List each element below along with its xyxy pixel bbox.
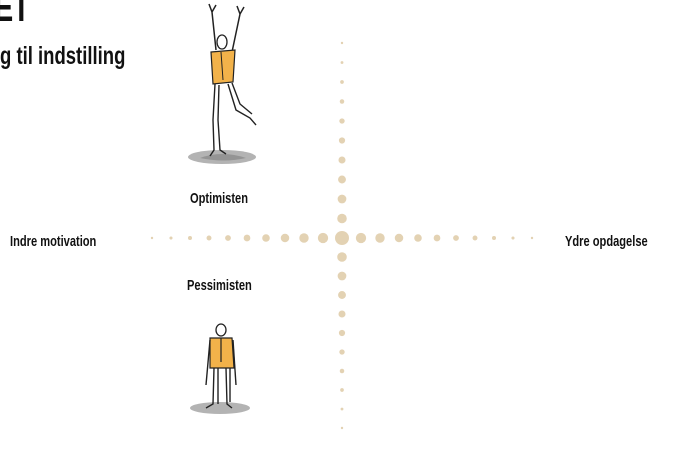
axis-dot-right [492,236,496,240]
axis-dot-left [169,236,173,240]
axis-dot-down [337,252,347,262]
axis-dot-left [243,234,251,242]
axis-dot-down [340,407,344,411]
axis-dot-left [280,233,290,243]
axis-dot-right [355,232,367,244]
axis-dot-left [150,236,154,240]
axis-dot-down [340,388,344,392]
axis-dot-left [262,234,270,242]
label-pessimisten: Pessimisten [187,277,252,294]
axis-dot-up [340,80,344,84]
axis-dot-right [375,233,385,243]
axis-dots [150,41,534,430]
axis-dot-up [337,213,347,224]
axis-dot-down [337,271,347,281]
page-subtitle: g til indstilling [0,42,126,70]
axis-dot-right [414,234,422,242]
label-optimisten: Optimisten [190,190,248,207]
axis-dot-up [339,99,345,104]
axis-dot-right [530,236,534,240]
axis-dot-down [338,310,346,318]
axis-label-ydre-opdagelse: Ydre opdagelse [565,233,648,250]
axis-dot-up [338,137,346,144]
axis-dot-left [317,232,329,244]
axis-dot-up [338,156,346,164]
axis-dot-down [339,349,345,355]
axis-dot-right [433,234,441,242]
axis-dot-left [206,235,212,241]
pessimist-shadow [190,402,250,414]
axis-dot-up [338,175,346,184]
axis-dot-left [188,236,192,240]
axis-dot-down [338,329,346,337]
pessimist-figure-illustration [190,323,250,414]
axis-dot-right [453,235,459,241]
axis-dot-up [339,118,345,124]
axis-dot-right [511,236,515,240]
axis-dot-down [338,291,346,299]
axis-label-indre-motivation: Indre motivation [10,233,97,250]
page-title: ET [0,0,30,30]
axis-dot-left [225,235,231,241]
axis-dot-up [337,194,347,204]
axis-dot-down [340,426,344,430]
axis-dot-up [340,41,344,45]
axis-center-dot [335,231,349,245]
axis-dot-down [339,368,345,374]
axis-dot-up [340,61,344,64]
axis-dot-right [394,233,404,243]
axis-dot-left [299,233,309,243]
optimist-figure-illustration [188,3,257,164]
axis-dot-right [472,235,478,241]
